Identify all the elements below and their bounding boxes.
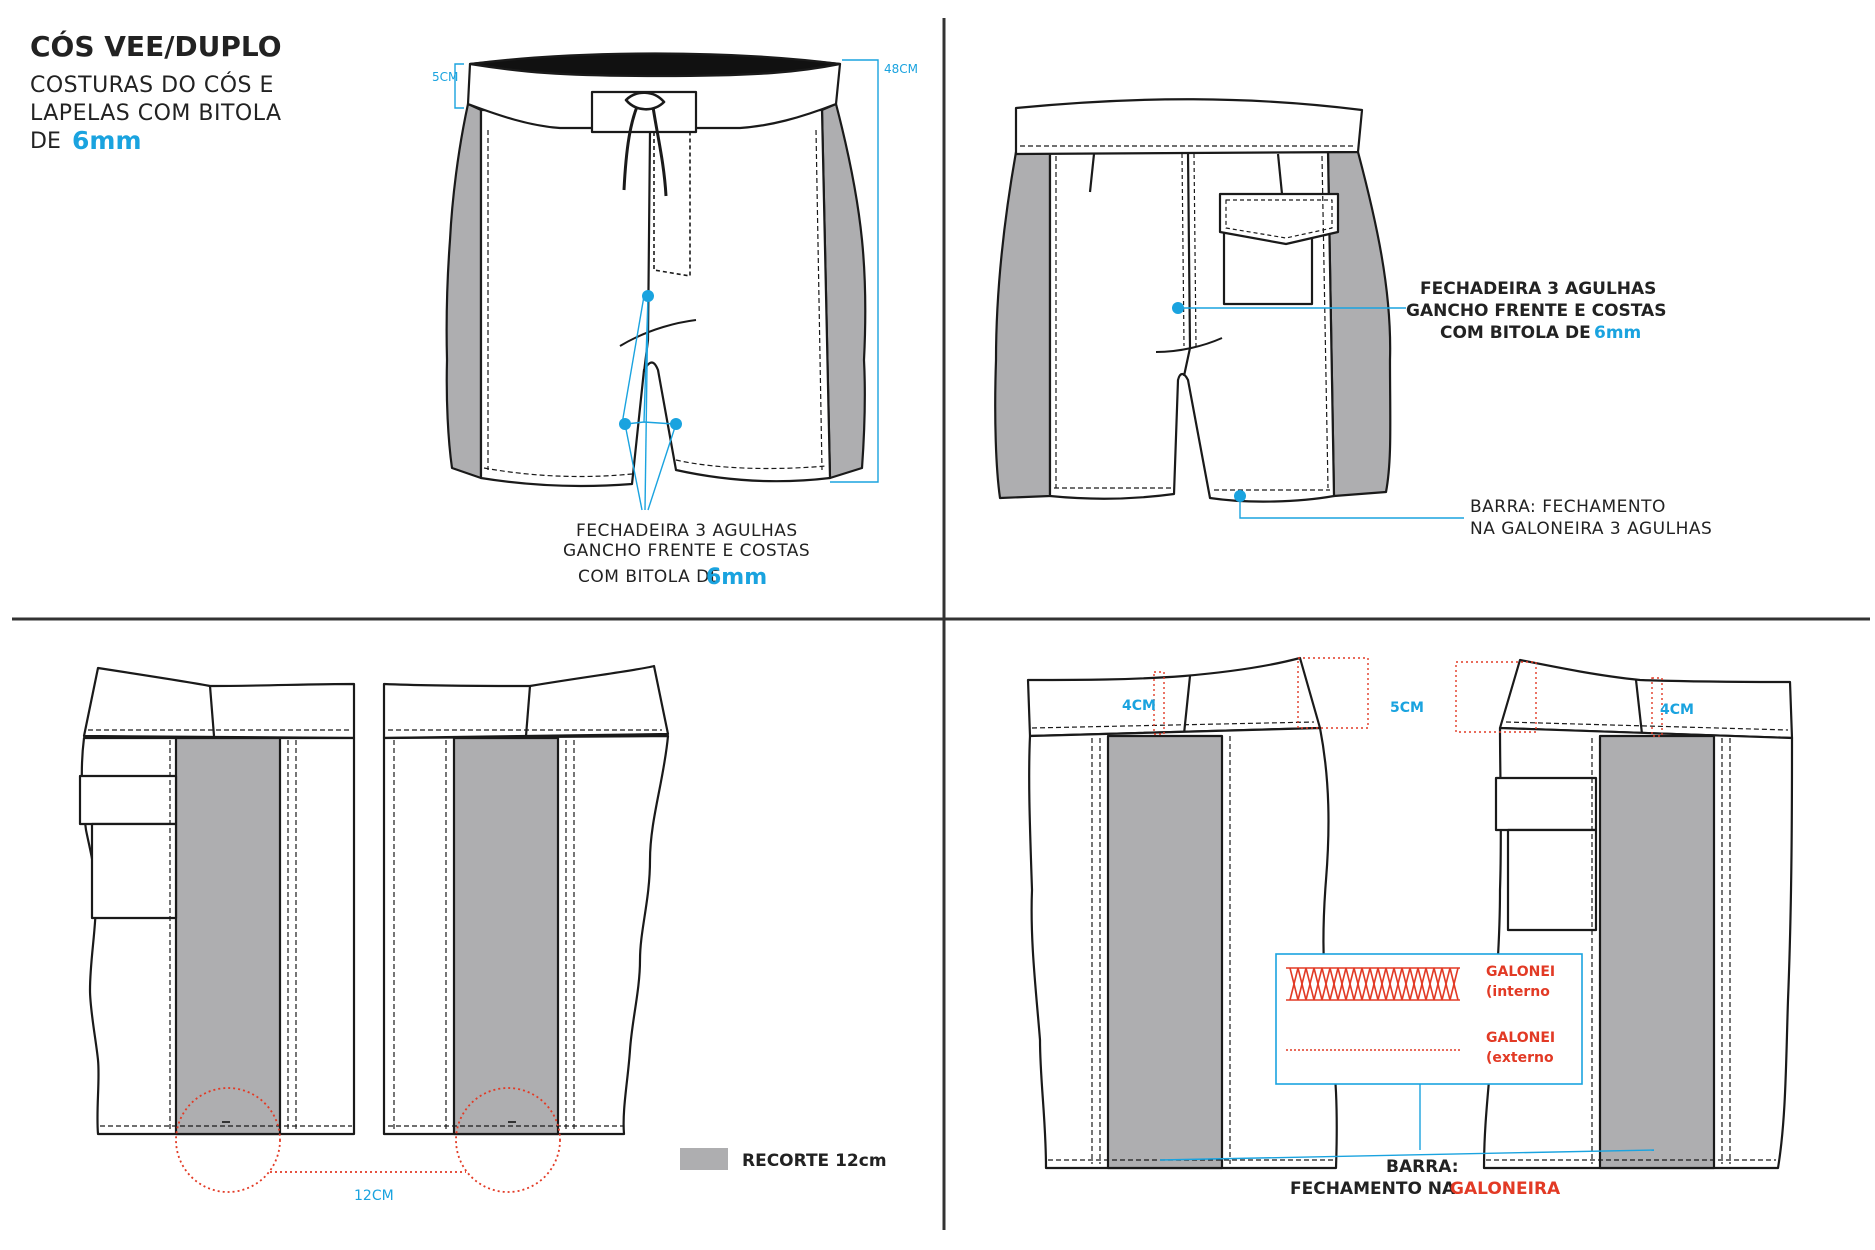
- detail-legend-box: [1275, 953, 1583, 1085]
- back-pocket-stitch: [1225, 199, 1333, 239]
- detail-view-right: [1482, 658, 1794, 1170]
- detail-right-seams: [1591, 738, 1731, 1164]
- front-marker-2: [619, 418, 631, 430]
- front-hem-stitch-right: [675, 459, 827, 470]
- back-right-panel: [1326, 150, 1392, 498]
- detail-legend-int-2: (interno: [1486, 984, 1550, 1000]
- back-marker-hem: [1234, 490, 1246, 502]
- front-note-line2: GANCHO FRENTE E COSTAS: [563, 541, 810, 561]
- back-left-panel: [994, 150, 1052, 500]
- front-stitch-right: [815, 129, 823, 471]
- detail-hem-line2-prefix: FECHAMENTO NA: [1290, 1179, 1456, 1199]
- side-dimensions: [175, 1087, 561, 1193]
- legend-swatch: [680, 1148, 728, 1170]
- front-marker-1: [642, 290, 654, 302]
- back-pocket: [1222, 230, 1314, 306]
- front-fly: [653, 132, 691, 277]
- front-left-panel: [445, 102, 483, 480]
- front-note-line3-value: 6mm: [706, 565, 767, 590]
- detail-legend-ext-1: GALONEI: [1486, 1030, 1555, 1046]
- front-note-line3-prefix: COM BITOLA DE: [578, 567, 721, 587]
- side-left-panel: [174, 736, 282, 1136]
- detail-left-panel: [1106, 734, 1224, 1170]
- detail-dim-left: 4CM: [1122, 698, 1156, 714]
- back-callouts: [1178, 307, 1464, 519]
- detail-legend-ext-2: (externo: [1486, 1050, 1554, 1066]
- front-waistband-top: [468, 52, 842, 78]
- back-waistband: [1014, 98, 1364, 156]
- back-side-stitch-right: [1321, 155, 1329, 489]
- detail-dim-center: 5CM: [1390, 700, 1424, 716]
- front-view: [445, 52, 867, 488]
- detail-right-panel: [1598, 734, 1716, 1170]
- side-left-band-seam: [208, 685, 216, 737]
- detail-hem-callout: [1159, 1084, 1655, 1161]
- detail-red-boxes: [1153, 657, 1663, 737]
- front-note-line1: FECHADEIRA 3 AGULHAS: [576, 521, 798, 541]
- side-right-seams: [393, 740, 575, 1130]
- back-dart-left: [1088, 153, 1096, 193]
- back-hem-line1: BARRA: FECHAMENTO: [1470, 497, 1666, 517]
- side-left-waistband: [82, 666, 356, 740]
- front-dim-length: 48CM: [884, 62, 918, 76]
- side-right-waistband: [382, 664, 670, 740]
- side-left-pocket: [90, 822, 178, 920]
- front-tie-line: [619, 319, 697, 347]
- front-body: [479, 108, 832, 488]
- back-tie-line: [1155, 337, 1223, 353]
- detail-right-band-stitch: [1505, 721, 1789, 731]
- detail-right-pocket-flap: [1494, 776, 1598, 832]
- header-line1: COSTURAS DO CÓS E: [30, 72, 274, 98]
- detail-left-band-stitch: [1031, 721, 1315, 729]
- back-note-line3-prefix: COM BITOLA DE: [1440, 323, 1591, 343]
- side-left-seams: [169, 740, 297, 1130]
- detail-left-waistband: [1026, 656, 1322, 738]
- side-right-band-seam: [524, 685, 532, 737]
- side-right-panel: [452, 736, 560, 1136]
- detail-view-left: [1026, 656, 1338, 1170]
- detail-hem-line1: BARRA:: [1386, 1157, 1459, 1177]
- header-title: CÓS VEE/DUPLO: [30, 29, 282, 63]
- back-note-line2: GANCHO FRENTE E COSTAS: [1406, 301, 1666, 321]
- detail-left-seams: [1091, 736, 1231, 1164]
- header-line3-value: 6mm: [72, 126, 142, 155]
- back-view: [994, 98, 1392, 503]
- detail-dim-right: 4CM: [1660, 702, 1694, 718]
- detail-right-pocket: [1506, 828, 1598, 932]
- detail-legend-zigzag: [1286, 967, 1460, 1001]
- detail-right-waistband: [1498, 658, 1794, 740]
- front-marker-3: [670, 418, 682, 430]
- header-line2: LAPELAS COM BITOLA: [30, 101, 282, 126]
- back-note-line3-value: 6mm: [1594, 323, 1641, 343]
- side-left-pocket-flap: [78, 774, 178, 826]
- detail-hem-line2-accent: GALONEIRA: [1450, 1179, 1561, 1199]
- back-note-line1: FECHADEIRA 3 AGULHAS: [1420, 279, 1656, 299]
- detail-legend-int-1: GALONEI: [1486, 964, 1555, 980]
- front-bow: [624, 91, 666, 111]
- back-dart-right: [1276, 153, 1284, 195]
- side-view-left: [78, 666, 356, 1136]
- front-right-panel: [820, 102, 867, 480]
- header-line3-prefix: DE: [30, 129, 61, 154]
- back-hem-line2: NA GALONEIRA 3 AGULHAS: [1470, 519, 1712, 539]
- front-dim-waist: 5CM: [432, 70, 458, 84]
- back-marker-seam: [1172, 302, 1184, 314]
- side-view-right: [382, 664, 670, 1136]
- front-hem-stitch-left: [483, 467, 633, 478]
- detail-right-band-seam: [1634, 679, 1644, 735]
- legend-label: RECORTE 12cm: [742, 1151, 887, 1171]
- side-dim-gap: 12CM: [354, 1188, 394, 1204]
